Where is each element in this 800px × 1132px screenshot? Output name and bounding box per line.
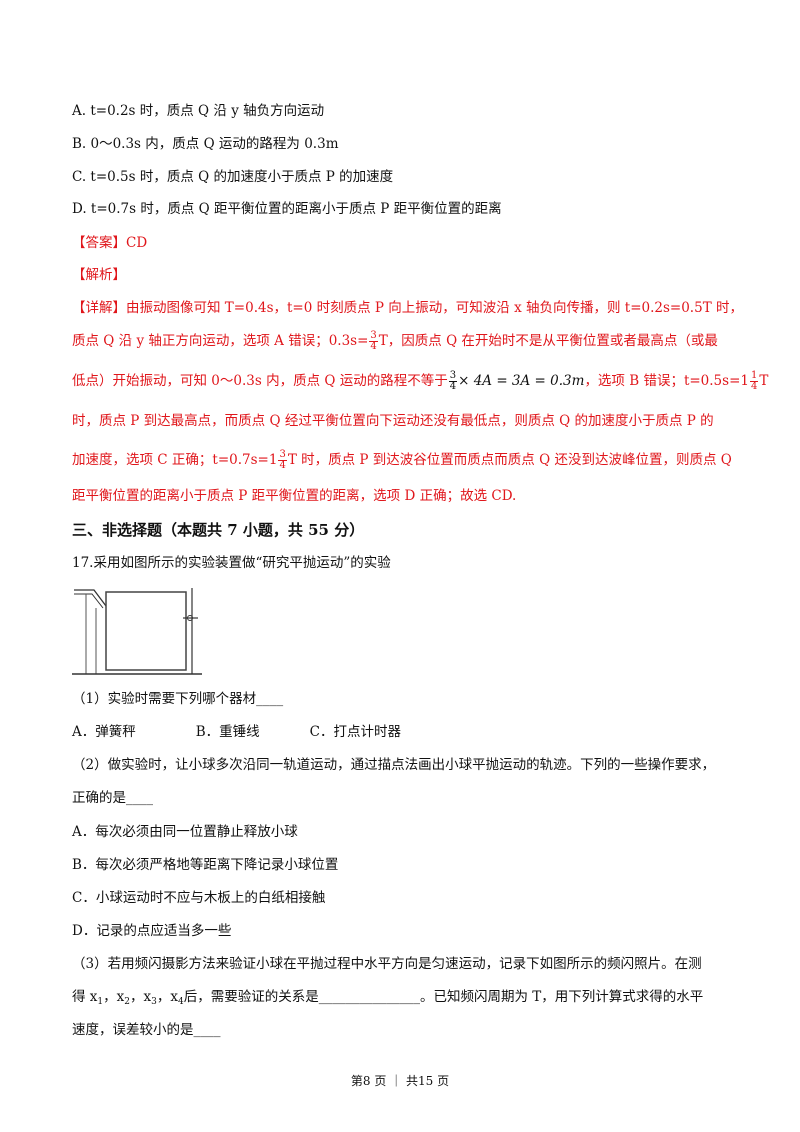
option-a: A. t=0.2s 时，质点 Q 沿 y 轴负方向运动	[72, 103, 325, 119]
q17-part3-line2: 得 x1，x2，x3，x4后，需要验证的关系是_______________。已…	[72, 987, 730, 1012]
answer-line: 【答案】CD	[72, 233, 730, 253]
fraction-numerator: 3	[448, 370, 458, 382]
option-c: C. t=0.5s 时，质点 Q 的加速度小于质点 P 的加速度	[72, 169, 394, 185]
fraction-numerator: 1	[749, 370, 759, 382]
fraction-denominator: 4	[449, 381, 457, 392]
answer-label: 【答案】	[72, 235, 126, 251]
text: ，x	[103, 989, 125, 1005]
detail-text: T，因质点 Q 在开始时不是从平衡位置或者最高点（或最	[378, 333, 718, 349]
fraction-denominator: 4	[750, 381, 758, 392]
q17-part2-option-a: A．每次必须由同一位置静止释放小球	[72, 824, 298, 840]
fraction-numerator: 3	[278, 449, 287, 461]
q17-part3-line3: 速度，误差较小的是____	[72, 1022, 221, 1038]
fraction-denominator: 4	[370, 341, 377, 352]
detail-text: 低点）开始振动，可知 0～0.3s 内，质点 Q 运动的路程不等于	[72, 373, 448, 389]
answer-value: CD	[126, 235, 148, 251]
apparatus-figure	[72, 584, 202, 676]
page-footer: 第8 页 ｜ 共15 页	[350, 1074, 450, 1088]
q17-part2-line1: （2）做实验时，让小球多次沿同一轨道运动，通过描点法画出小球平抛运动的轨迹。下列…	[72, 757, 716, 773]
section-title: 三、非选择题（本题共 7 小题，共 55 分）	[72, 521, 365, 539]
fraction-numerator: 3	[369, 330, 378, 342]
text: ，x	[156, 989, 178, 1005]
detail-text: T	[759, 373, 769, 389]
detail-text: 加速度，选项 C 正确；t=0.7s=1	[72, 452, 278, 468]
detail-text: T 时，质点 P 到达波谷位置而质点而质点 Q 还没到达波峰位置，则质点 Q	[287, 452, 732, 468]
text: 后，需要验证的关系是_______________。已知频闪周期为 T，用下列计…	[183, 989, 704, 1005]
option-b: B. 0～0.3s 内，质点 Q 运动的路程为 0.3m	[72, 136, 339, 152]
path-formula: × 4A = 3A = 0.3m	[458, 373, 585, 389]
subscript: 1	[97, 997, 104, 1007]
detail-line-4: 时，质点 P 到达最高点，而质点 Q 经过平衡位置向下运动还没有最低点，则质点 …	[72, 413, 714, 429]
detail-text: 质点 Q 沿 y 轴正方向运动，选项 A 错误；0.3s=	[72, 333, 369, 349]
q17-part1: （1）实验时需要下列哪个器材____	[72, 691, 284, 707]
detail-text: ，选项 B 错误；t=0.5s=1	[584, 373, 749, 389]
option-c: C．打点计时器	[309, 724, 402, 740]
q17-part2-option-c: C．小球运动时不应与木板上的白纸相接触	[72, 890, 326, 906]
option-d: D. t=0.7s 时，质点 Q 距平衡位置的距离小于质点 P 距平衡位置的距离	[72, 201, 502, 217]
option-b: B．重锤线	[195, 724, 260, 740]
q17-stem: 17.采用如图所示的实验装置做“研究平抛运动”的实验	[72, 555, 391, 571]
text: 得 x	[72, 989, 98, 1005]
detail-line-1: 【详解】由振动图像可知 T=0.4s，t=0 时刻质点 P 向上振动，可知波沿 …	[72, 300, 743, 316]
q17-part1-options: A．弹簧秤 B．重锤线 C．打点计时器	[72, 722, 730, 742]
fraction-denominator: 4	[279, 460, 286, 471]
q17-part2-option-b: B．每次必须严格地等距离下降记录小球位置	[72, 857, 339, 873]
q17-part2-line2: 正确的是____	[72, 790, 153, 806]
subscript: 3	[151, 997, 157, 1007]
q17-part3-line1: （3）若用频闪摄影方法来验证小球在平抛过程中水平方向是匀速运动，记录下如图所示的…	[72, 956, 702, 972]
q17-part2-option-d: D．记录的点应适当多一些	[72, 923, 232, 939]
option-a: A．弹簧秤	[72, 724, 136, 740]
subscript: 2	[124, 997, 130, 1007]
detail-line-6: 距平衡位置的距离小于质点 P 距平衡位置的距离，选项 D 正确；故选 CD.	[72, 488, 517, 504]
subscript: 4	[177, 997, 184, 1007]
analysis-label: 【解析】	[72, 267, 126, 283]
text: ，x	[130, 989, 152, 1005]
